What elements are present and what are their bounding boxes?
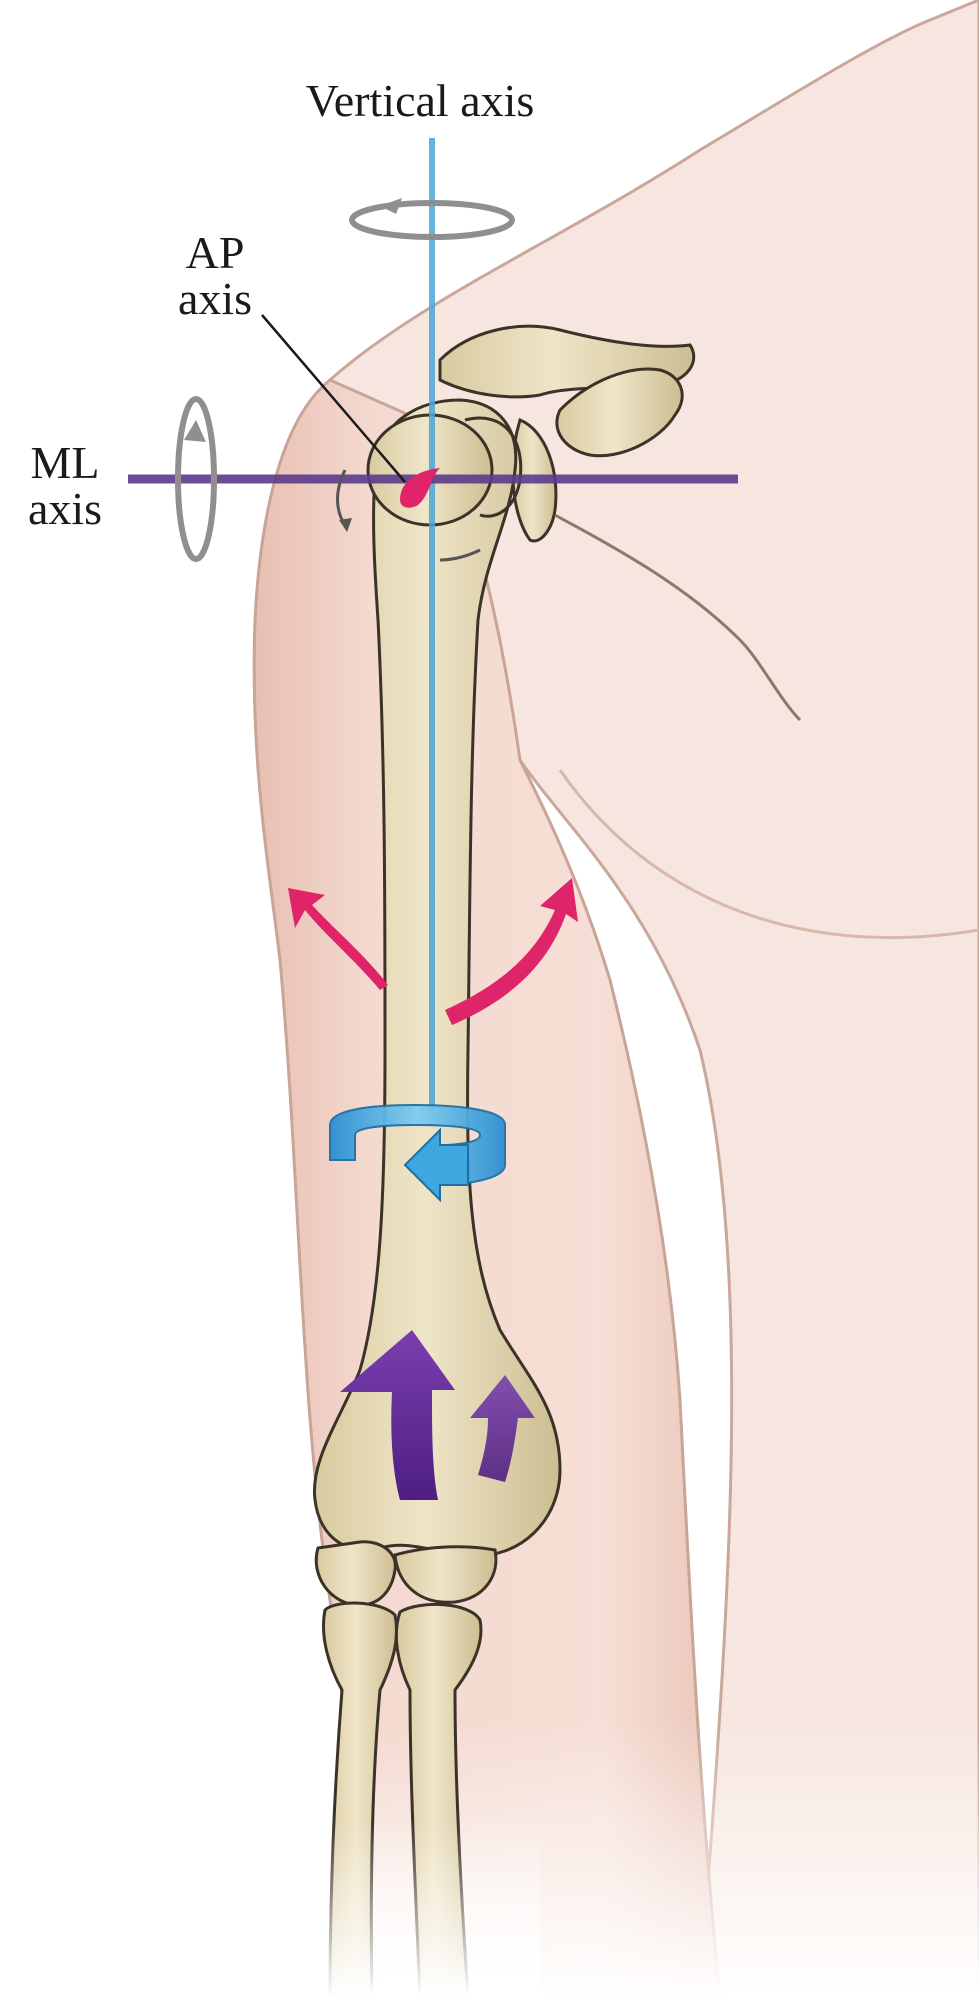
ap-axis-label: AP axis bbox=[160, 230, 270, 322]
ml-axis-label: ML axis bbox=[10, 440, 120, 532]
ml-axis-label-line2: axis bbox=[10, 486, 120, 532]
vertical-axis-label-text: Vertical axis bbox=[290, 78, 550, 124]
ml-axis-label-line1: ML bbox=[10, 440, 120, 486]
ap-axis-label-line1: AP bbox=[160, 230, 270, 276]
ap-axis-label-line2: axis bbox=[160, 276, 270, 322]
vertical-axis-label: Vertical axis bbox=[290, 78, 550, 124]
forearm-fade bbox=[280, 1820, 540, 1997]
